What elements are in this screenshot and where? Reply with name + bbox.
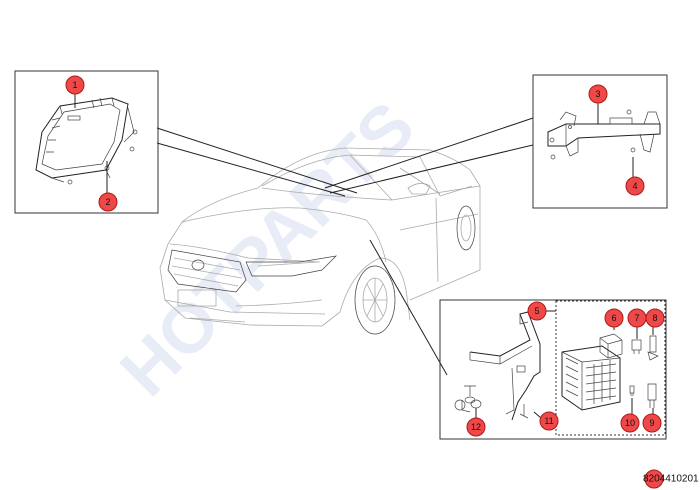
callout-6-label: 6 <box>611 313 616 323</box>
callout-3[interactable]: 3 <box>588 84 608 104</box>
callout-4[interactable]: 4 <box>625 176 645 196</box>
bracket-box <box>532 74 668 209</box>
leader-line-bracket-upper <box>324 117 534 189</box>
callout-1-label: 1 <box>72 80 77 90</box>
leader-line-fusebox <box>369 239 448 376</box>
diagram-number: 8204410201 <box>643 474 699 485</box>
callout-8[interactable]: 8 <box>645 308 665 328</box>
car-illustration <box>159 147 481 335</box>
leader-line-bracket-lower <box>329 144 534 194</box>
fuse-box-drawing <box>454 311 659 421</box>
callout-5[interactable]: 5 <box>527 301 547 321</box>
callout-12[interactable]: 12 <box>466 417 486 437</box>
callout-2-label: 2 <box>105 197 110 207</box>
callout-3-label: 3 <box>595 89 600 99</box>
callout-7-label: 7 <box>634 313 639 323</box>
callout-5-label: 5 <box>534 306 539 316</box>
callout-8-label: 8 <box>652 313 657 323</box>
fuse-box-detail-frame <box>555 300 666 436</box>
callout-7[interactable]: 7 <box>627 308 647 328</box>
callout-9-label: 9 <box>649 418 654 428</box>
watermark-text: HOTPARTS <box>105 87 429 411</box>
callout-11-leader <box>533 411 542 419</box>
diagram-number-badge: 8204410201 <box>643 469 699 489</box>
callout-4-label: 4 <box>632 181 637 191</box>
callout-12-label: 12 <box>471 422 481 432</box>
bracket-drawing <box>547 109 661 160</box>
callout-6[interactable]: 6 <box>604 308 624 328</box>
fuse-box-assembly-box <box>439 299 667 440</box>
callout-1[interactable]: 1 <box>65 75 85 95</box>
callout-10-label: 10 <box>625 418 635 428</box>
instrument-cluster-drawing <box>35 97 138 185</box>
callout-10[interactable]: 10 <box>620 413 640 433</box>
callout-11-label: 11 <box>544 416 553 426</box>
leader-line-cluster-upper <box>156 127 358 194</box>
callout-9[interactable]: 9 <box>642 413 662 433</box>
callout-2[interactable]: 2 <box>98 192 118 212</box>
instrument-cluster-box <box>14 70 159 214</box>
leader-line-cluster-lower <box>156 142 346 197</box>
callout-11[interactable]: 11 <box>539 411 559 431</box>
